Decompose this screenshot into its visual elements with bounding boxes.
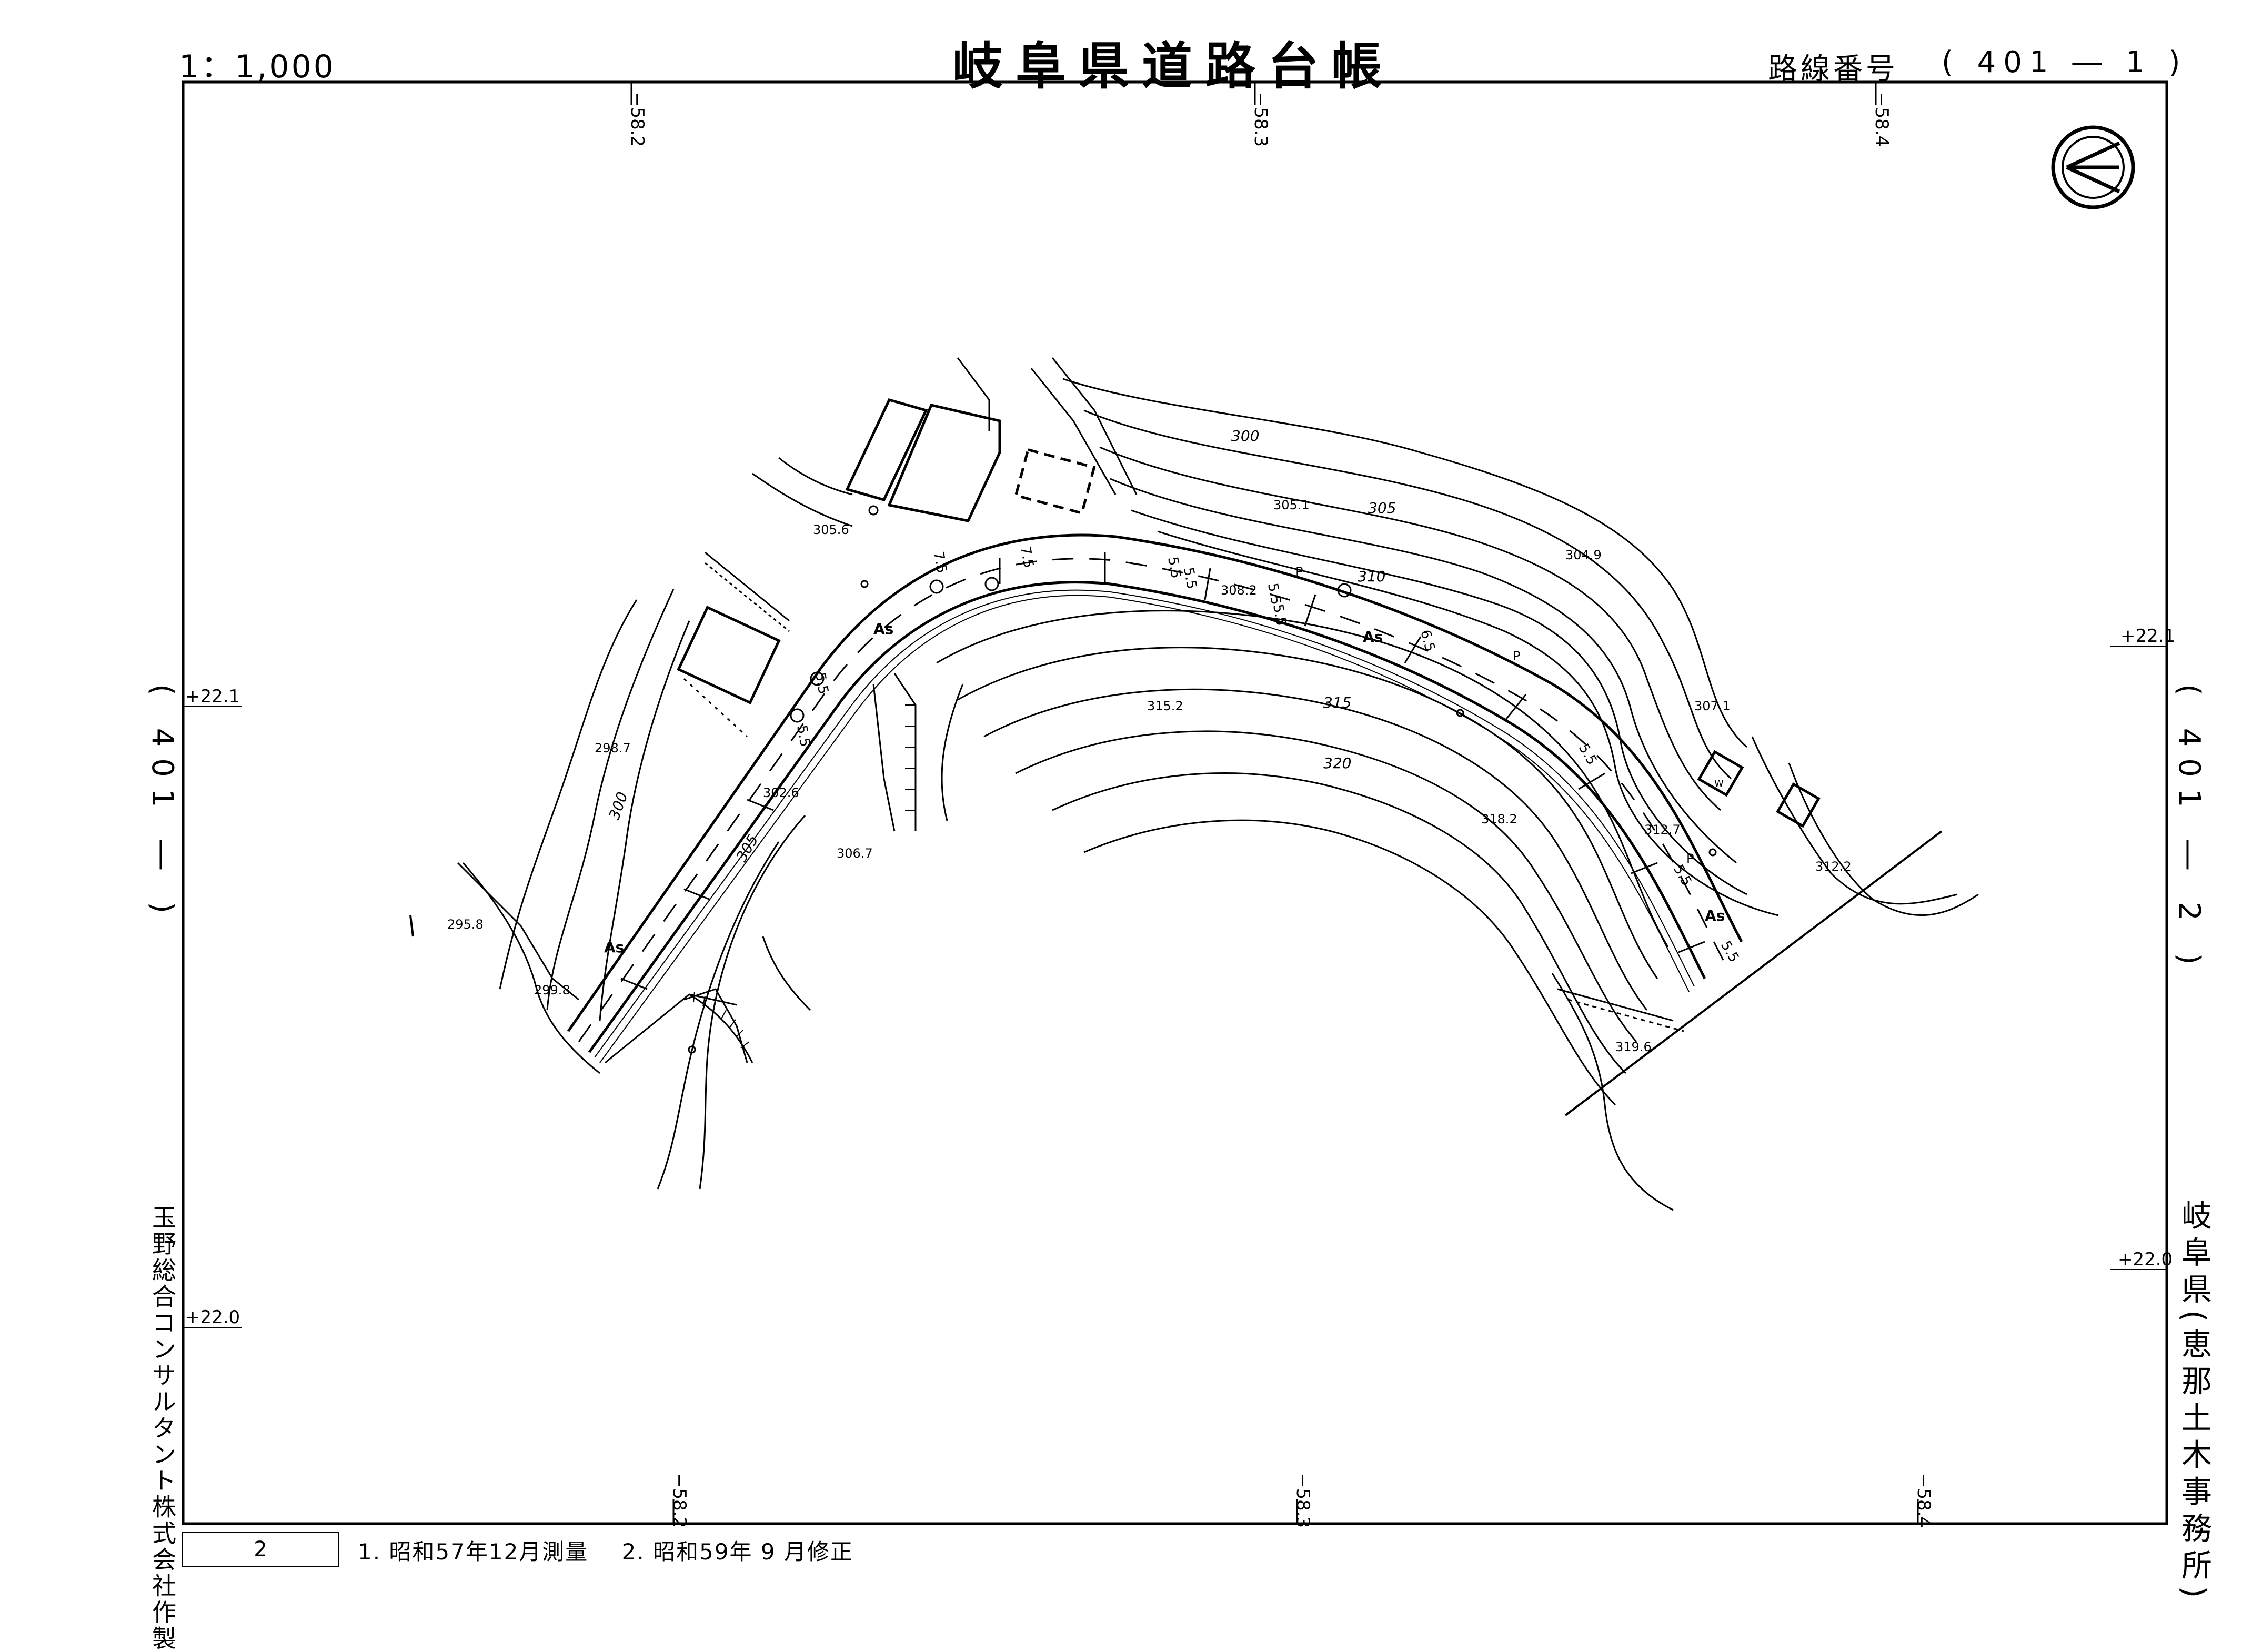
surface-label: As	[873, 620, 893, 638]
contour-label: 305	[732, 832, 761, 865]
width-label: 5.5	[1264, 582, 1284, 606]
elevation-label: 312.7	[1644, 822, 1681, 837]
well-marker: W	[1714, 778, 1724, 789]
width-label: 7.5	[930, 550, 950, 575]
map-scale: 1：1,000	[179, 48, 336, 85]
elevation-label: 307.1	[1694, 699, 1731, 713]
surface-label: As	[1363, 628, 1383, 646]
survey-note-2: 2. 昭和59年 9 月修正	[621, 1539, 853, 1565]
elevation-label: 306.7	[837, 846, 873, 861]
survey-maker: 玉野総合コンサルタント株式会社作製	[148, 1205, 177, 1652]
elevation-label: 295.8	[447, 917, 484, 932]
contour-label: 310	[1358, 568, 1385, 585]
pole-marker: P	[1513, 649, 1520, 663]
survey-notes: 1. 昭和57年12月測量 2. 昭和59年 9 月修正	[358, 1534, 879, 1566]
width-label: 5.5	[1180, 566, 1200, 590]
slope-hatch	[689, 704, 916, 1063]
road-gutter	[594, 589, 1695, 1058]
grid-label-bottom-1: −58.2	[669, 1473, 690, 1528]
contour-label: 305	[1368, 499, 1396, 517]
elevation-label: 298.7	[595, 741, 631, 756]
page-number: 2	[182, 1532, 339, 1567]
grid-label-right-1: +22.1	[2120, 626, 2175, 647]
grid-label-left-1: +22.1	[185, 686, 240, 707]
elevation-label: 302.6	[763, 785, 799, 800]
width-label: 5.5	[1717, 939, 1742, 965]
road-cross-ticks	[620, 552, 1705, 990]
contour-lines-west	[462, 589, 811, 1190]
surface-label: As	[1705, 907, 1725, 924]
route-number-label: 路線番号	[1768, 52, 1898, 86]
buildings	[677, 398, 1821, 828]
contour-label: 300	[606, 790, 631, 822]
surface-labels: As As As As	[604, 620, 1725, 956]
width-label: 6.5	[1417, 628, 1438, 653]
map-symbols	[688, 505, 1717, 1054]
contour-lines-north	[1062, 378, 1979, 916]
width-labels: 5.5 5.5 5.5 6.5 5.5 5.5 5.5 5.5 7.5 5.5 …	[793, 545, 1742, 965]
elevation-label: 318.2	[1481, 812, 1517, 827]
office-name: 岐阜県(恵那土木事務所)	[2176, 1200, 2212, 1605]
elevation-labels: 305.6 305.1 304.9 308.2 307.1 298.7 302.…	[447, 498, 1852, 1054]
grid-label-bottom-3: −58.4	[1913, 1473, 1934, 1528]
elevation-label: 315.2	[1147, 699, 1183, 713]
width-label: 7.5	[1017, 545, 1037, 569]
contour-lines-south	[936, 610, 1674, 1211]
elevation-label: 319.6	[1615, 1040, 1652, 1054]
elevation-label: 312.2	[1815, 859, 1852, 874]
grid-label-left-2: +22.0	[185, 1307, 240, 1328]
north-arrow-icon	[2051, 125, 2135, 209]
map-frame	[182, 80, 2168, 1525]
pole-marker: P	[1295, 565, 1303, 579]
grid-label-top-1: −58.2	[627, 92, 648, 147]
right-route-ref: ( 401 ― 2 )	[2172, 684, 2206, 976]
contour-labels: 300 305 310 315 320 300 305	[606, 427, 1396, 865]
page-title: 岐阜県道路台帳	[952, 37, 1394, 96]
grid-label-bottom-2: −58.3	[1292, 1473, 1313, 1528]
surface-label: As	[604, 939, 624, 956]
route-number-value: ( 401 ― 1 )	[1942, 45, 2188, 79]
elevation-label: 299.8	[534, 983, 570, 998]
boundary-line	[1564, 830, 1943, 1116]
survey-note-1: 1. 昭和57年12月測量	[358, 1539, 589, 1565]
map-markers: P P P W	[1295, 565, 1724, 866]
width-label: 5.5	[1164, 556, 1184, 580]
left-route-ref: ( 401 ― )	[145, 684, 179, 925]
elevation-label: 308.2	[1221, 583, 1257, 598]
elevation-label: 305.1	[1273, 498, 1310, 512]
road-edges	[567, 533, 1743, 1053]
width-label: 5.5	[1670, 862, 1695, 889]
width-label: 5.5	[1270, 603, 1289, 627]
width-label: 5.5	[1575, 741, 1600, 768]
grid-label-right-2: +22.0	[2118, 1249, 2173, 1270]
grid-label-top-2: −58.3	[1250, 92, 1271, 147]
road-ledger-map: −58.2 −58.3 −58.4 −58.2 −58.3 −58.4 +22.…	[182, 80, 2175, 1528]
road-centreline	[578, 558, 1724, 1042]
elevation-label: 305.6	[813, 522, 849, 537]
width-label: 5.5	[793, 724, 813, 748]
grid-label-top-3: −58.4	[1871, 92, 1892, 147]
pole-marker: P	[1686, 851, 1694, 866]
elevation-label: 304.9	[1565, 548, 1602, 562]
terrain-lines	[457, 357, 1684, 1064]
contour-label: 300	[1231, 427, 1259, 445]
contour-label: 315	[1323, 694, 1351, 711]
contour-label: 320	[1323, 754, 1351, 772]
